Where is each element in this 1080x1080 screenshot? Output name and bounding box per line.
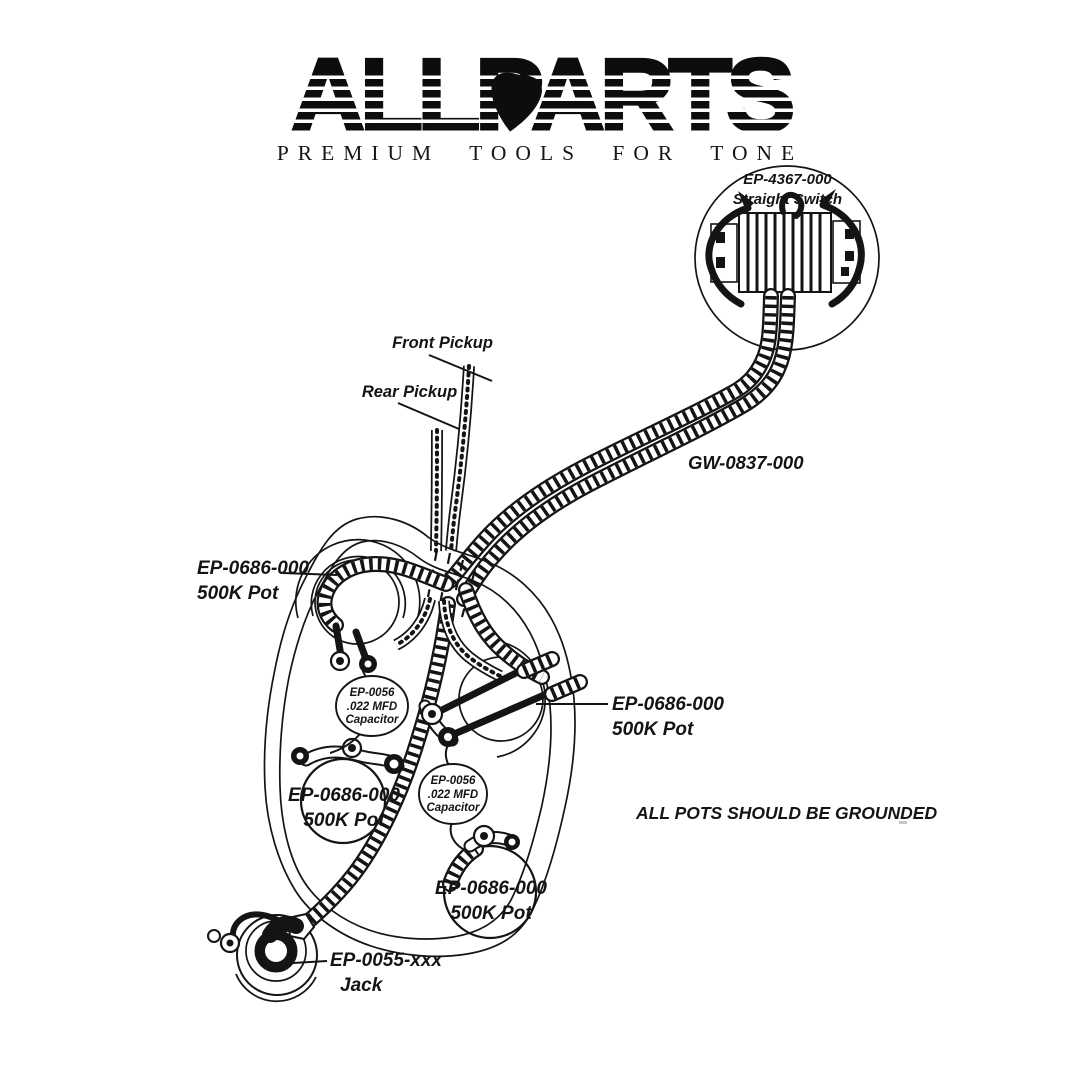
toggle-switch-drawing — [694, 165, 880, 351]
pot-lower-left-circle — [299, 757, 387, 845]
left-pot-leader — [282, 572, 338, 576]
front-pickup-label: Front Pickup — [392, 334, 493, 352]
control-plate-outline — [263, 515, 576, 958]
guitar-pick-icon — [491, 72, 542, 132]
jack-label: EP-0055-xxx Jack — [330, 950, 442, 997]
braided-harness — [450, 296, 788, 599]
pot-right-label: EP-0686-000 500K Pot — [612, 694, 724, 741]
pot-leads-and-lugs — [291, 622, 580, 850]
switch-part-number: EP-4367-000 — [743, 171, 832, 188]
pot-upper-left-label: EP-0686-000 500K Pot — [197, 558, 309, 605]
switch-name: Straight Switch — [732, 190, 843, 208]
capacitor-ovals — [329, 655, 488, 850]
lug-donuts — [291, 650, 520, 850]
capacitor-1-oval — [335, 675, 409, 737]
switch-label: EP-4367-000 Straight Switch — [700, 170, 875, 210]
rear-pickup-leader — [397, 402, 460, 430]
jack-leader — [292, 960, 328, 964]
capacitor-1-label: EP-0056 .022 MFD Capacitor — [345, 687, 399, 727]
pot-lower-right-label: EP-0686-000 500K Pot — [435, 878, 547, 925]
switch-wire-right — [819, 201, 865, 308]
output-jack-drawing — [207, 911, 318, 1003]
capacitor-2-label: EP-0056 .022 MFD Capacitor — [426, 775, 480, 815]
leader-lines — [282, 354, 608, 964]
harness-wire-label: GW-0837-000 — [688, 452, 804, 473]
capacitor-2-oval — [418, 763, 488, 825]
rear-pickup-wire — [436, 430, 437, 551]
switch-wire-left — [705, 204, 752, 308]
pot-lower-left-label: EP-0686-000 500K Pot — [288, 785, 400, 832]
scan-artifact — [899, 821, 907, 824]
braid-to-jack — [298, 604, 448, 930]
switch-wire-middle — [779, 191, 805, 219]
ground-note: ALL POTS SHOULD BE GROUNDED — [636, 803, 938, 823]
front-pickup-leader — [428, 354, 493, 382]
brand-tagline: PREMIUM TOOLS FOR TONE — [276, 141, 804, 165]
pot-lower-right-circle — [442, 844, 538, 940]
rear-pickup-label: Rear Pickup — [361, 383, 458, 401]
